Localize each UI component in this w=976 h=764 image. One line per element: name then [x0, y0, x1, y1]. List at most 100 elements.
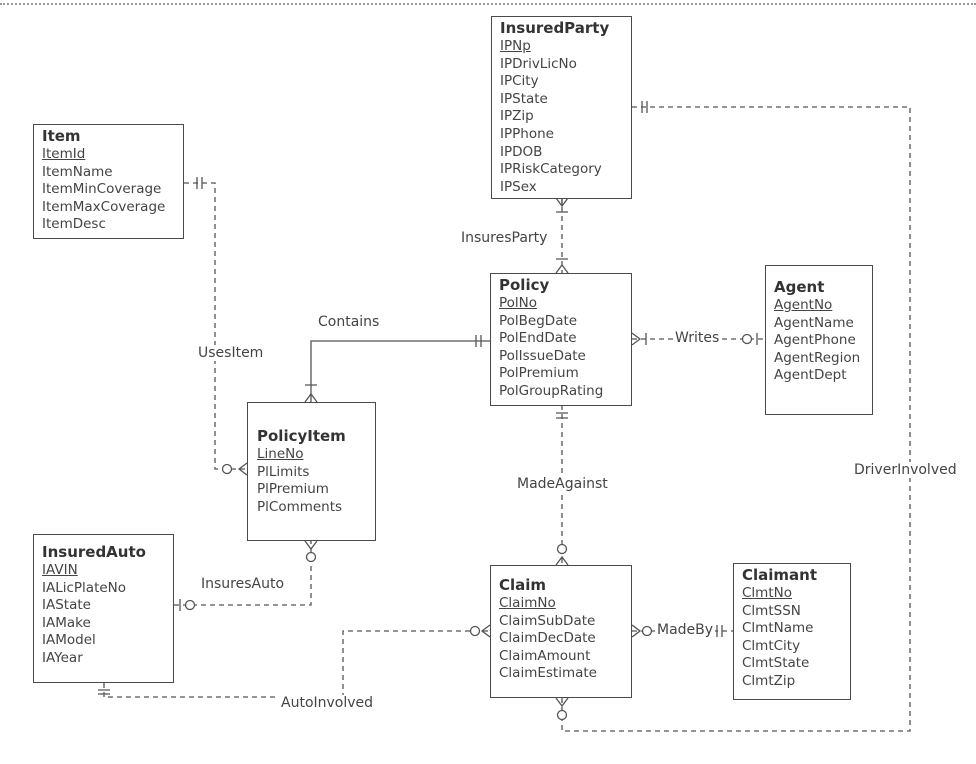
- relationship-label-uses-item: UsesItem: [196, 345, 266, 361]
- attribute: IPDrivLicNo: [500, 55, 577, 72]
- primary-key-attribute: IAVIN: [42, 562, 78, 578]
- writes-crowfoot-policy: [632, 333, 646, 345]
- relationship-label-driver-involved: DriverInvolved: [852, 462, 959, 478]
- relationship-label-contains: Contains: [316, 314, 382, 330]
- attribute: ClaimSubDate: [499, 612, 596, 629]
- attribute: IPZip: [500, 108, 534, 125]
- auto-involved-mark: [98, 690, 110, 694]
- made-against-crowfoot: [556, 557, 568, 565]
- attribute: IALicPlateNo: [42, 579, 127, 596]
- attribute-list: IAVIN IALicPlateNo IAState IAMake IAMode…: [42, 562, 167, 668]
- attribute: ClaimEstimate: [499, 665, 597, 682]
- relationship-label-insures-auto: InsuresAuto: [199, 576, 287, 592]
- attribute: ClmtCity: [742, 637, 801, 654]
- driver-involved-crowfoot: [556, 698, 568, 706]
- attribute: IPPhone: [500, 125, 554, 142]
- insures-party-crowfoot-bottom: [556, 259, 568, 273]
- attribute: ItemName: [42, 163, 113, 180]
- contains-line: [311, 341, 490, 402]
- attribute: PlPremium: [257, 481, 329, 498]
- auto-involved-circle: [469, 625, 481, 637]
- writes-circle-agent: [741, 333, 753, 345]
- insures-auto-circle: [184, 599, 196, 611]
- attribute-list: LineNo PlLimits PlPremium PlComments: [257, 446, 369, 516]
- attribute-list: ItemId ItemName ItemMinCoverage ItemMaxC…: [42, 146, 177, 234]
- made-by-circle: [641, 625, 653, 637]
- attribute: AgentRegion: [774, 349, 861, 366]
- uses-item-circle: [221, 463, 233, 475]
- attribute: IPSex: [500, 178, 537, 195]
- entity-claimant: Claimant ClmtNo ClmtSSN ClmtName ClmtCit…: [733, 563, 851, 700]
- attribute: PolPremium: [499, 365, 579, 382]
- attribute: ItemMinCoverage: [42, 181, 162, 198]
- relationship-label-auto-involved: AutoInvolved: [279, 695, 376, 711]
- entity-agent: Agent AgentNo AgentName AgentPhone Agent…: [765, 265, 873, 415]
- uses-item-crowfoot: [239, 463, 247, 475]
- uses-item-line: [184, 183, 247, 469]
- attribute-list: AgentNo AgentName AgentPhone AgentRegion…: [774, 297, 866, 385]
- insures-auto-circle-pi: [305, 551, 317, 563]
- made-against-mark-policy: [556, 413, 568, 418]
- entity-title: Agent: [774, 278, 825, 296]
- attribute: AgentName: [774, 314, 854, 331]
- entity-insured-party: InsuredParty IPNp IPDrivLicNo IPCity IPS…: [491, 16, 632, 199]
- primary-key-attribute: ClmtNo: [742, 585, 792, 601]
- relationship-label-made-against: MadeAgainst: [515, 476, 610, 492]
- entity-title: InsuredAuto: [42, 543, 146, 561]
- primary-key-attribute: ItemId: [42, 146, 86, 162]
- entity-item: Item ItemId ItemName ItemMinCoverage Ite…: [33, 124, 184, 239]
- entity-title: Claim: [499, 576, 547, 594]
- attribute: PolEndDate: [499, 330, 577, 347]
- attribute: AgentPhone: [774, 332, 856, 349]
- entity-title: Claimant: [742, 566, 818, 584]
- contains-crowfoot-policyitem: [305, 385, 317, 402]
- entity-title: InsuredParty: [500, 19, 610, 37]
- attribute: IPState: [500, 90, 548, 107]
- attribute: IPDOB: [500, 143, 543, 160]
- attribute: ClmtState: [742, 655, 810, 672]
- attribute: IAMake: [42, 614, 91, 631]
- entity-claim: Claim ClaimNo ClaimSubDate ClaimDecDate …: [490, 565, 632, 698]
- attribute: PolBegDate: [499, 312, 578, 329]
- relationship-label-made-by: MadeBy: [655, 622, 716, 638]
- attribute: IAState: [42, 597, 91, 614]
- insures-party-crowfoot-top: [556, 198, 568, 212]
- insures-auto-line: [174, 541, 311, 605]
- attribute: IPRiskCategory: [500, 161, 602, 178]
- dotted-top-border: [0, 3, 976, 5]
- attribute-list: ClaimNo ClaimSubDate ClaimDecDate ClaimA…: [499, 595, 625, 683]
- attribute: PolGroupRating: [499, 382, 604, 399]
- made-by-mark-claimant: [717, 625, 722, 637]
- made-by-crowfoot: [632, 625, 640, 637]
- attribute: ClmtName: [742, 620, 814, 637]
- entity-policy: Policy PolNo PolBegDate PolEndDate PolIs…: [490, 273, 632, 406]
- insures-auto-crowfoot: [305, 541, 317, 549]
- attribute-list: PolNo PolBegDate PolEndDate PolIssueDate…: [499, 295, 625, 401]
- driver-involved-mark: [642, 101, 647, 113]
- primary-key-attribute: AgentNo: [774, 297, 833, 313]
- relationship-label-writes: Writes: [673, 330, 722, 346]
- entity-policy-item: PolicyItem LineNo PlLimits PlPremium PlC…: [247, 402, 376, 541]
- attribute: AgentDept: [774, 367, 847, 384]
- attribute: PolIssueDate: [499, 347, 586, 364]
- contains-mark-policy: [476, 335, 481, 347]
- attribute: IPCity: [500, 73, 539, 90]
- attribute: ClmtZip: [742, 672, 796, 689]
- entity-insured-auto: InsuredAuto IAVIN IALicPlateNo IAState I…: [33, 534, 174, 683]
- primary-key-attribute: IPNp: [500, 38, 531, 54]
- attribute: ItemMaxCoverage: [42, 198, 166, 215]
- driver-involved-circle: [556, 709, 568, 721]
- made-against-circle: [556, 543, 568, 555]
- entity-title: Policy: [499, 276, 550, 294]
- attribute-list: ClmtNo ClmtSSN ClmtName ClmtCity ClmtSta…: [742, 585, 844, 691]
- attribute: ClaimAmount: [499, 647, 591, 664]
- primary-key-attribute: ClaimNo: [499, 595, 556, 611]
- primary-key-attribute: PolNo: [499, 295, 538, 311]
- attribute: PlLimits: [257, 463, 310, 480]
- entity-title: PolicyItem: [257, 427, 346, 445]
- attribute: PlComments: [257, 498, 343, 515]
- uses-item-mark-item: [197, 177, 202, 189]
- attribute: ClmtSSN: [742, 602, 801, 619]
- attribute: ItemDesc: [42, 216, 106, 233]
